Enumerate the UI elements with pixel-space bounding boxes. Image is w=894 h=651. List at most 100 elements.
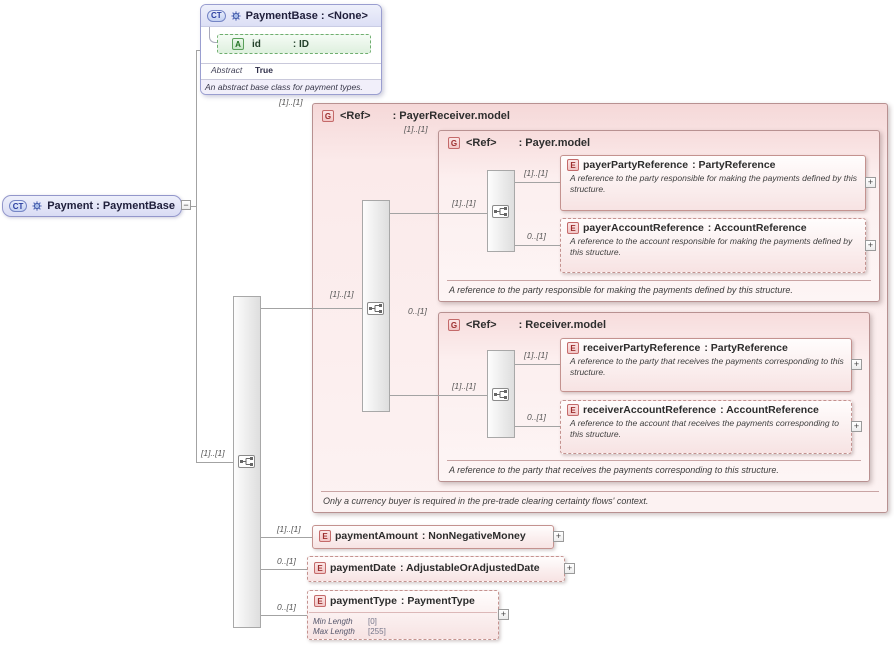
connector-line [312,308,362,309]
separator-line [447,460,861,461]
element-doc: A reference to the party that receives t… [570,356,844,377]
expand-receiveraccountreference-button[interactable]: + [851,421,862,432]
attribute-badge: A [232,38,244,50]
group-ref-name: <Ref> [340,110,371,122]
connector-line [515,364,560,365]
attribute-type: : ID [292,38,309,50]
paymentbase-header: CT PaymentBase : <None> [201,5,381,27]
connector-line [261,308,312,309]
group-type: : Receiver.model [518,319,607,331]
expand-receiverpartyreference-button[interactable]: + [851,359,862,370]
group-badge: G [448,137,460,149]
group-ref-name: <Ref> [466,137,497,149]
sequence-icon[interactable] [367,302,384,315]
cardinality-label: [1]..[1] [452,381,476,391]
element-payeraccountreference[interactable]: E payerAccountReference : AccountReferen… [560,218,866,273]
element-type: : AccountReference [720,404,819,416]
separator-line [447,280,871,281]
sequence-icon[interactable] [492,205,509,218]
attribute-id[interactable]: A id : ID [217,34,371,54]
connector-line [196,462,233,463]
group-header: G <Ref> : PayerReceiver.model [313,104,887,128]
group-footer-doc: Only a currency buyer is required in the… [323,496,649,506]
sequence-icon[interactable] [238,455,255,468]
expand-payerpartyreference-button[interactable]: + [865,177,876,188]
cardinality-label: [1]..[1] [277,524,301,534]
collapse-toggle[interactable]: − [181,200,191,210]
element-doc: A reference to the party responsible for… [570,173,857,194]
cardinality-label: [1]..[1] [404,124,428,134]
connector-line [390,213,438,214]
group-type: : Payer.model [518,137,591,149]
complex-type-badge: CT [207,9,226,22]
expand-paymenttype-button[interactable]: + [498,609,509,620]
element-badge: E [567,159,579,171]
payment-title: Payment : PaymentBase [47,200,175,212]
facet-min-value: [0] [368,617,377,626]
facet-max-label: Max Length [313,627,355,636]
group-footer-doc: A reference to the party that receives t… [449,465,779,475]
cardinality-label: [1]..[1] [330,289,354,299]
connector-line [196,50,197,463]
attribute-tree-line [209,27,217,43]
element-paymenttype[interactable]: E paymentType : PaymentType Min Length [… [307,590,499,640]
element-paymentdate[interactable]: E paymentDate : AdjustableOrAdjustedDate [307,556,565,582]
separator-line [201,63,381,64]
element-badge: E [567,222,579,234]
sequence-icon[interactable] [492,388,509,401]
sequence-bar [362,200,390,412]
abstract-label: Abstract [211,65,243,75]
separator-line [321,491,879,492]
group-header: G <Ref> : Payer.model [439,131,879,155]
facet-max-value: [255] [368,627,386,636]
element-type: : PartyReference [692,159,776,171]
element-header: E paymentType : PaymentType [308,591,498,608]
attribute-name: id [252,38,261,50]
connector-line [261,537,312,538]
connector-line [515,426,560,427]
connector-line [515,245,560,246]
element-paymentamount[interactable]: E paymentAmount : NonNegativeMoney [312,525,554,549]
cardinality-label: 0..[1] [277,556,296,566]
element-badge: E [319,530,331,542]
element-badge: E [314,595,326,607]
element-header: E paymentDate : AdjustableOrAdjustedDate [308,557,564,575]
element-header: E receiverPartyReference : PartyReferenc… [561,339,851,355]
element-type: : AdjustableOrAdjustedDate [399,562,540,574]
gear-icon [32,201,42,211]
connector-line [261,569,307,570]
cardinality-label: 0..[1] [527,412,546,422]
element-header: E payerPartyReference : PartyReference [561,156,865,172]
paymentbase-doc: An abstract base class for payment types… [201,80,381,94]
connector-line [261,615,307,616]
element-badge: E [314,562,326,574]
group-badge: G [322,110,334,122]
connector-line [515,182,560,183]
paymentbase-type-box[interactable]: CT PaymentBase : <None> A id : ID Abstra… [200,4,382,95]
element-name: payerAccountReference [583,222,704,234]
element-name: receiverAccountReference [583,404,717,416]
expand-payeraccountreference-button[interactable]: + [865,240,876,251]
group-type: : PayerReceiver.model [392,110,510,122]
group-badge: G [448,319,460,331]
element-payerpartyreference[interactable]: E payerPartyReference : PartyReference A… [560,155,866,211]
element-badge: E [567,342,579,354]
abstract-value: True [255,65,273,75]
element-name: payerPartyReference [583,159,689,171]
element-badge: E [567,404,579,416]
element-header: E paymentAmount : NonNegativeMoney [313,526,553,543]
element-header: E receiverAccountReference : AccountRefe… [561,401,851,417]
element-receiverpartyreference[interactable]: E receiverPartyReference : PartyReferenc… [560,338,852,392]
element-name: paymentType [330,595,397,607]
gear-icon [231,10,241,21]
element-doc: A reference to the account responsible f… [570,236,853,257]
expand-paymentdate-button[interactable]: + [564,563,575,574]
connector-line [438,213,487,214]
expand-paymentamount-button[interactable]: + [553,531,564,542]
payment-type-box[interactable]: CT Payment : PaymentBase [2,195,182,217]
element-type: : PartyReference [704,342,788,354]
separator-line [201,79,381,80]
element-name: receiverPartyReference [583,342,701,354]
element-receiveraccountreference[interactable]: E receiverAccountReference : AccountRefe… [560,400,852,454]
element-name: paymentDate [330,562,396,574]
